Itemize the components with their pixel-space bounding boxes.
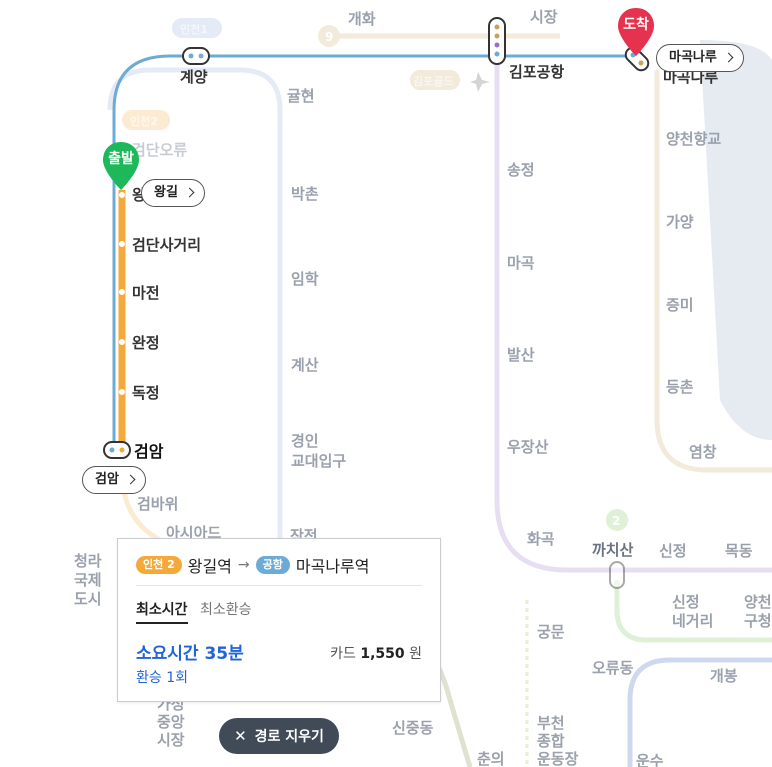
pill-wanggil[interactable]: 왕길 [141,179,205,207]
label-gaehwa: 개화 [348,10,376,28]
label-sinjeong-ne-1: 신정 [672,593,700,611]
travel-time: 소요시간 35분 [136,644,244,664]
fare-unit: 원 [409,646,422,662]
label-gajeong-3: 시장 [157,731,185,749]
tab-min-transfer[interactable]: 최소환승 [200,602,252,618]
transfer-gyeyang[interactable] [182,47,210,65]
fare: 카드 1,550 원 [330,643,422,663]
close-icon: ✕ [234,727,247,745]
label-jeungmi: 증미 [666,296,694,314]
label-gyeongin-1: 경인 [291,432,319,450]
fare-amount: 1,550 [360,646,405,662]
label-songjeong: 송정 [507,161,535,179]
label-gungmun: 궁문 [537,623,565,641]
label-bucheon-3: 운동장 [537,750,579,767]
badge-gimpo-goldline: 김포골드 [413,75,453,88]
badge-incheon1: 인천1 [180,22,208,36]
label-chunui: 춘의 [477,750,505,767]
route-station-labels: 계양 김포공항 마곡나루 검단오류 왕 검단사거리 마전 완정 독정 검암 [132,63,718,461]
route-arrow-icon: → [237,557,250,573]
label-gyeongin-2: 교대입구 [291,452,346,470]
route-station-dots [119,192,125,395]
label-yangcheon-gu-1: 양천 [744,593,772,611]
label-gajeong-2: 중앙 [157,713,185,731]
label-geomdan-oryu: 검단오류 [132,141,187,159]
label-cheongra-2: 국제 [74,571,102,589]
label-cheongra-3: 도시 [74,590,102,608]
route-card: 인천 2 왕길역 → 공항 마곡나루역 최소시간 최소환승 소요시간 35분 환… [117,538,441,702]
transfer-geomam[interactable] [103,441,131,459]
end-pin[interactable]: 도착 [616,6,656,58]
transfer-gimpo-airport[interactable] [488,17,506,65]
transfer-count: 환승 1회 [136,670,188,686]
label-bakchon: 박촌 [291,185,319,203]
start-pin[interactable]: 출발 [101,140,141,192]
label-kkachisan: 까치산 [592,541,634,559]
to-line-badge: 공항 [255,556,290,574]
label-asiad: 아시아드 [166,524,221,542]
label-gaebong: 개봉 [710,667,738,685]
label-yeomchang: 염창 [689,443,717,461]
pill-geomam[interactable]: 검암 [82,466,146,494]
label-usan: 우장산 [507,438,549,456]
label-bucheon-1: 부천 [537,714,565,732]
label-gimpo-airport: 김포공항 [509,63,564,81]
label-yangcheon-gu-2: 구청 [744,612,772,630]
label-sinjeong-ne-2: 네거리 [672,612,713,630]
label-geomdan-sageori: 검단사거리 [132,236,201,254]
background-lines [107,18,772,767]
label-dokjeong: 독정 [132,384,160,402]
label-geomam: 검암 [134,442,164,461]
fare-prefix: 카드 [330,646,356,662]
label-mokdong: 목동 [725,542,753,560]
pin-marker-icon [618,8,654,56]
label-yangcheon: 양천향교 [666,130,721,148]
pin-marker-icon [103,142,139,190]
label-imhak: 임학 [291,270,319,288]
label-geumhyeon: 귤현 [287,87,315,105]
label-oryu: 오류동 [592,659,634,677]
start-pin-label: 출발 [108,151,134,167]
label-balsan: 발산 [507,346,535,364]
label-gayang: 가양 [666,213,694,231]
label-majeon: 마전 [132,284,160,302]
label-hwagok: 화곡 [527,530,555,548]
route-airport-line [112,54,640,450]
tab-fastest[interactable]: 최소시간 [136,599,188,624]
route-summary: 인천 2 왕길역 → 공항 마곡나루역 [136,553,370,577]
pill-magoknaru[interactable]: 마곡나루 [656,44,744,72]
label-unsu: 운수 [636,752,664,767]
airplane-icon [470,72,490,92]
label-sinjeong: 신정 [659,542,687,560]
background-station-labels: 개화 9 시장 인천1 인천2 김포골드 귤현 양천향교 송정 박촌 가양 임학… [74,8,772,767]
card-divider [136,585,422,586]
end-pin-label: 도착 [623,17,649,33]
label-bucheon-2: 종합 [537,732,565,750]
label-deungchon: 등촌 [666,378,694,396]
from-station: 왕길역 [187,557,232,576]
label-magoknaru: 마곡나루 [663,68,718,86]
badge-line9: 9 [325,30,333,44]
badge-incheon2: 인천2 [130,114,158,128]
to-station: 마곡나루역 [295,557,370,576]
transfer-kkachisan [609,561,625,589]
label-magok: 마곡 [507,254,535,272]
label-sinjung: 신중동 [392,719,434,737]
label-cheongra-1: 청라 [74,552,102,570]
badge-line2: 2 [612,514,620,528]
label-gyesan: 계산 [291,356,319,374]
clear-route-button[interactable]: ✕ 경로 지우기 [219,718,339,754]
clear-route-label: 경로 지우기 [254,729,324,745]
label-gyeyang: 계양 [180,68,208,86]
from-line-badge: 인천 2 [136,556,182,574]
label-sijang: 시장 [530,8,558,26]
label-wanjeong: 완정 [132,334,160,352]
label-geombawi: 검바위 [137,495,178,513]
transfer-magoknaru[interactable] [623,45,651,73]
